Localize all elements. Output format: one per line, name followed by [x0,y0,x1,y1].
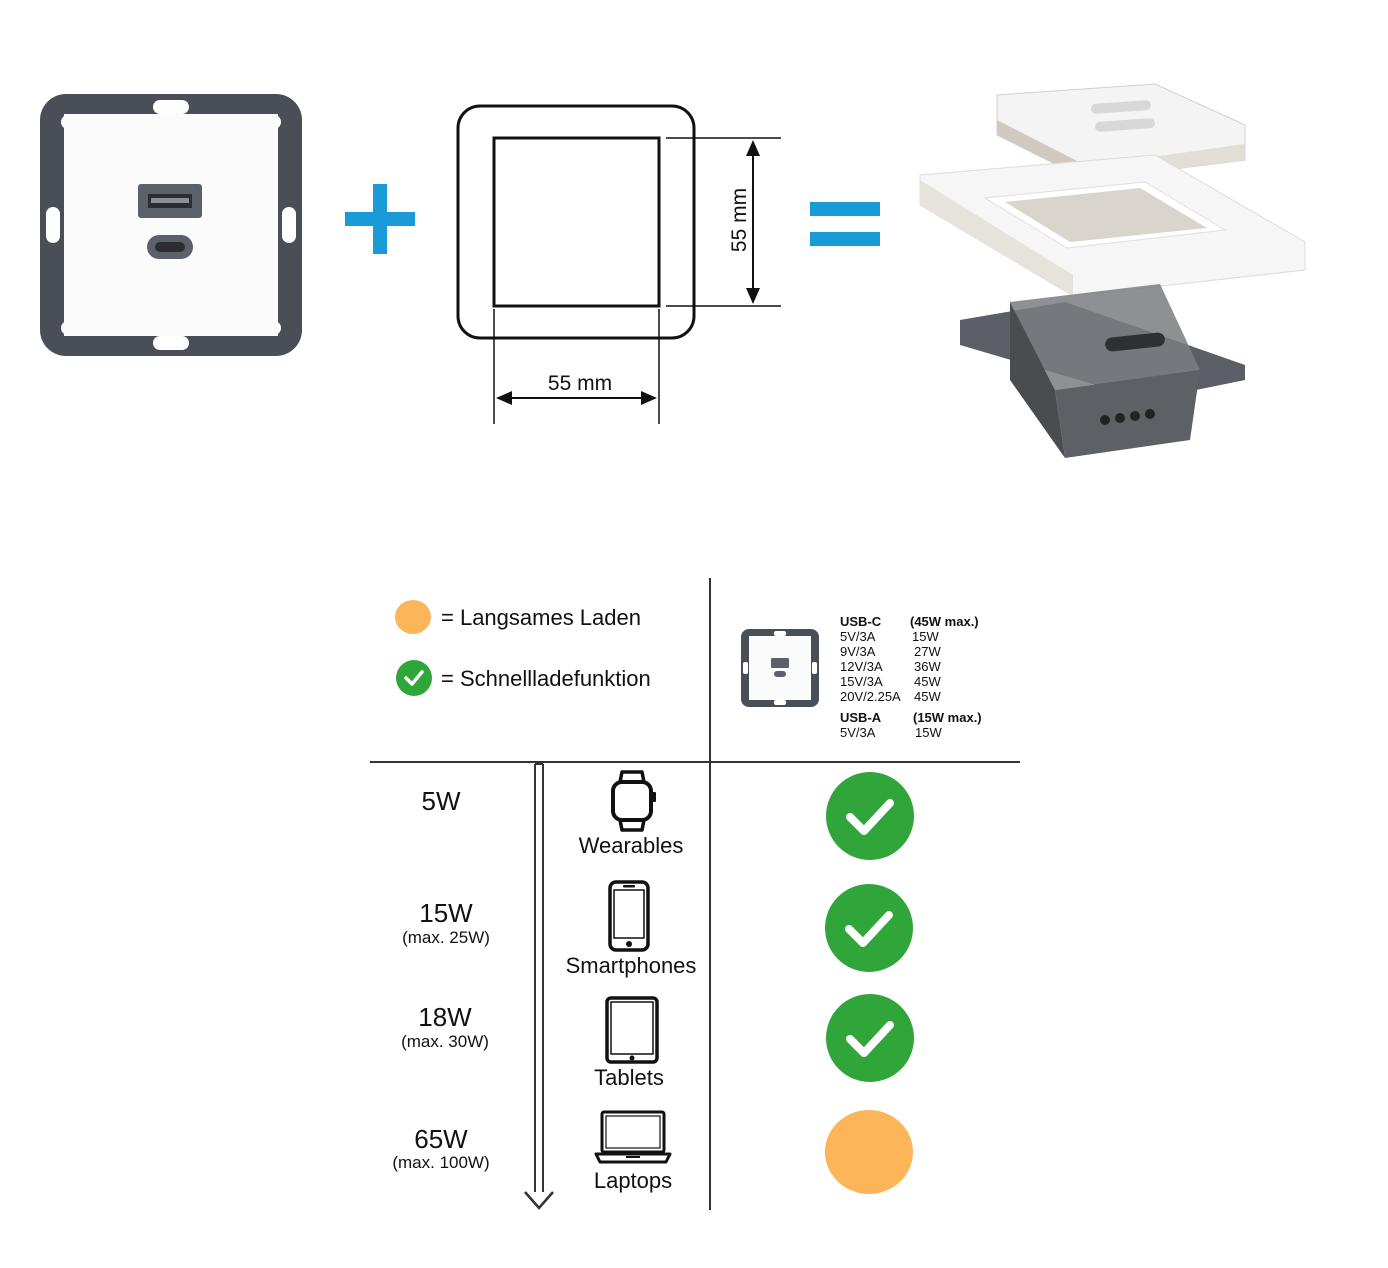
usb-socket-insert-image [38,92,304,358]
spec-power: 15W [912,629,939,644]
table-horizontal-divider [370,761,1020,763]
frame-height-label: 55 mm [728,187,751,253]
device-label: Wearables [578,833,684,858]
fast-charge-check-icon [825,884,913,972]
watt-label: 18W [418,1002,472,1032]
power-scale-arrow [522,762,556,1212]
spec-voltage: 12V/3A [840,659,883,674]
watch-icon [608,770,658,832]
frame-width-label: 55 mm [547,372,613,395]
watt-label: 15W [419,898,473,928]
usba-max: (15W max.) [913,710,982,725]
fast-charge-legend-icon [396,660,432,696]
spec-power: 27W [914,644,941,659]
spec-power: 36W [914,659,941,674]
tablet-icon [605,996,659,1066]
watt-label: 5W [421,786,461,816]
slow-charge-legend-dot [395,600,431,634]
usba-title: USB-A [840,710,882,725]
equals-icon [810,202,880,248]
laptop-icon [594,1108,672,1166]
smartphone-icon [608,880,650,952]
spec-power: 45W [914,689,941,704]
spec-power: 45W [914,674,941,689]
fast-charge-check-icon [826,994,914,1082]
spec-row: 5V/3A 15W [840,725,1020,740]
usbc-title: USB-C [840,614,882,629]
device-label: Tablets [594,1065,664,1090]
spec-row: 9V/3A 27W [840,644,1020,659]
fast-charge-legend-label: = Schnellladefunktion [441,666,651,691]
usbc-max: (45W max.) [910,614,979,629]
device-label: Laptops [593,1168,673,1193]
spec-block: USB-C (45W max.) 5V/3A 15W 9V/3A 27W 12V… [840,614,1020,740]
spec-row: 20V/2.25A 45W [840,689,1020,704]
watt-label: 65W [414,1124,468,1154]
watt-max-label: (max. 25W) [402,928,490,947]
watt-max-label: (max. 30W) [401,1032,489,1051]
slow-charge-dot [825,1110,913,1194]
spec-row: 5V/3A 15W [840,629,1020,644]
spec-row: 15V/3A 45W [840,674,1020,689]
frame-dimension-drawing [456,104,786,434]
slow-charge-legend-label: = Langsames Laden [441,605,641,630]
socket-thumbnail-image [740,628,820,708]
fast-charge-check-icon [826,772,914,860]
spec-row: 12V/3A 36W [840,659,1020,674]
watt-max-label: (max. 100W) [392,1153,490,1172]
spec-voltage: 5V/3A [840,629,876,644]
spec-voltage: 20V/2.25A [840,689,901,704]
spec-voltage: 9V/3A [840,644,876,659]
usba-header: USB-A (15W max.) [840,710,1020,725]
plus-icon [345,184,415,254]
spec-power: 15W [915,725,942,740]
spec-voltage: 5V/3A [840,725,876,740]
spec-voltage: 15V/3A [840,674,883,689]
exploded-assembly-image [915,80,1315,465]
usbc-header: USB-C (45W max.) [840,614,1020,629]
device-label: Smartphones [565,953,697,978]
table-vertical-divider [709,578,711,1210]
